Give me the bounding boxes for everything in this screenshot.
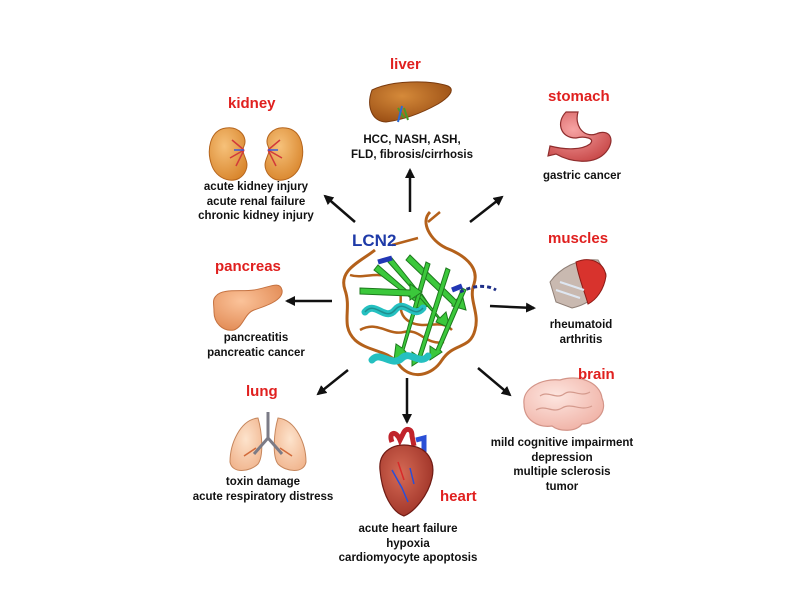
pancreas-disease-line: pancreatic cancer xyxy=(207,346,305,359)
liver-disease-line: HCC, NASH, ASH, xyxy=(363,134,461,146)
brain-disease-line: tumor xyxy=(545,480,579,493)
lcn2-protein-structure xyxy=(342,210,497,376)
organ-title-liver: liver xyxy=(390,56,421,73)
organ-title-stomach: stomach xyxy=(548,88,610,105)
pancreas-icon xyxy=(213,284,283,331)
lung-disease-line: acute respiratory distress xyxy=(192,490,334,503)
muscles-disease-line: arthritis xyxy=(559,333,603,346)
muscles-disease-line: rheumatoid xyxy=(549,319,613,331)
brain-icon xyxy=(523,377,605,431)
kidney-disease-line: chronic kidney injury xyxy=(198,210,314,222)
liver-icon xyxy=(369,81,452,123)
arrows xyxy=(285,168,536,424)
arrow-to-kidney xyxy=(323,194,356,223)
kidney-disease-line: acute kidney injury xyxy=(203,181,309,193)
organ-title-brain: brain xyxy=(578,366,615,383)
kidney-disease-line: acute renal failure xyxy=(206,195,306,208)
organ-desc-muscles: rheumatoid arthritis xyxy=(536,318,626,347)
lcn2-label: LCN2 xyxy=(352,231,397,250)
stomach-icon xyxy=(547,111,612,162)
organ-title-heart: heart xyxy=(440,488,477,505)
kidney-icon xyxy=(208,127,304,181)
arrow-to-lung xyxy=(316,369,349,396)
heart-disease-line: acute heart failure xyxy=(358,523,458,535)
heart-disease-line: cardiomyocyte apoptosis xyxy=(338,552,478,564)
liver-disease-line: FLD, fibrosis/cirrhosis xyxy=(350,148,474,161)
muscle-icon xyxy=(549,259,607,309)
organ-desc-stomach: gastric cancer xyxy=(526,169,638,184)
brain-disease-line: mild cognitive impairment xyxy=(490,437,634,449)
arrow-to-muscles xyxy=(489,302,536,313)
organ-desc-pancreas: pancreatitis pancreatic cancer xyxy=(196,331,316,360)
lung-disease-line: toxin damage xyxy=(225,476,301,488)
heart-disease-line: hypoxia xyxy=(386,537,430,550)
organ-desc-lung: toxin damage acute respiratory distress xyxy=(176,475,350,504)
brain-disease-line: depression xyxy=(531,451,593,464)
organ-title-muscles: muscles xyxy=(548,230,609,247)
organ-desc-heart: acute heart failure hypoxia cardiomyocyt… xyxy=(326,522,490,566)
organ-desc-kidney: acute kidney injury acute renal failure … xyxy=(186,180,326,224)
organ-desc-liver: HCC, NASH, ASH, FLD, fibrosis/cirrhosis xyxy=(330,133,494,162)
lung-icon xyxy=(229,412,307,471)
heart-icon xyxy=(379,426,434,517)
organ-title-kidney: kidney xyxy=(228,95,276,112)
organ-title-lung: lung xyxy=(246,383,278,400)
organ-desc-brain: mild cognitive impairment depression mul… xyxy=(476,436,648,494)
arrow-to-brain xyxy=(477,367,512,397)
organ-title-pancreas: pancreas xyxy=(215,258,281,275)
arrow-to-stomach xyxy=(469,195,504,223)
brain-disease-line: multiple sclerosis xyxy=(513,466,611,478)
stomach-disease-line: gastric cancer xyxy=(543,170,621,182)
pancreas-disease-line: pancreatitis xyxy=(223,332,289,344)
